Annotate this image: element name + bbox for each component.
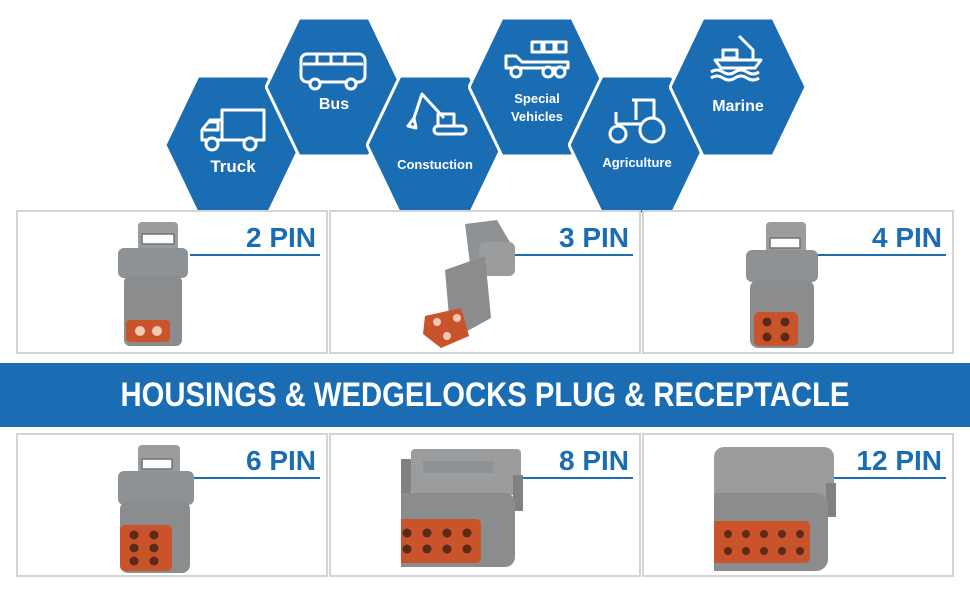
- application-label: Special Vehicles: [468, 90, 606, 126]
- connector-4-pin-image: [746, 222, 818, 348]
- truck-icon: [200, 108, 266, 152]
- connector-2-pin-image: [118, 222, 188, 346]
- connector-8-pin-image: [401, 449, 523, 567]
- bus-icon: [299, 52, 367, 91]
- application-label-line: Special: [514, 91, 560, 106]
- connector-3-pin-image: [423, 220, 515, 348]
- application-truck: Truck: [164, 74, 302, 216]
- application-construction: Constuction: [366, 74, 504, 216]
- application-label: Bus: [318, 96, 350, 113]
- connector-6-pin-image: [118, 445, 194, 573]
- tractor-icon: [608, 98, 666, 144]
- application-label: Marine: [712, 98, 764, 115]
- application-label: Truck: [210, 157, 256, 176]
- application-special-vehicles: Special Vehicles: [468, 16, 606, 158]
- product-12-pin: 12 PIN: [642, 433, 954, 577]
- product-8-pin: 8 PIN: [329, 433, 641, 577]
- product-6-pin: 6 PIN: [16, 433, 328, 577]
- pin-count-label: 8 PIN: [503, 445, 633, 479]
- hexagon-shape: [468, 16, 606, 158]
- hexagon-shape: [669, 16, 807, 158]
- product-2-pin: 2 PIN: [16, 210, 328, 354]
- excavator-icon: [406, 92, 468, 136]
- pin-count-label: 4 PIN: [816, 222, 946, 256]
- connector-12-pin-image: [714, 447, 836, 571]
- banner-title: HOUSINGS & WEDGELOCKS PLUG & RECEPTACLE: [120, 376, 850, 414]
- pin-count-label: 12 PIN: [816, 445, 946, 479]
- special-vehicle-icon: [504, 40, 570, 79]
- pin-count-label: 6 PIN: [190, 445, 320, 479]
- application-label-line: Vehicles: [510, 109, 564, 124]
- pin-count-label: 2 PIN: [190, 222, 320, 256]
- product-4-pin: 4 PIN: [642, 210, 954, 354]
- pin-count-label: 3 PIN: [503, 222, 633, 256]
- banner: HOUSINGS & WEDGELOCKS PLUG & RECEPTACLE: [0, 363, 970, 427]
- application-label: Constuction: [397, 157, 473, 172]
- ship-icon: [710, 34, 763, 82]
- application-marine: Marine: [669, 16, 807, 158]
- product-3-pin: 3 PIN: [329, 210, 641, 354]
- application-bus: Bus: [265, 16, 403, 158]
- hexagon-shape: [265, 16, 403, 158]
- application-label: Agriculture: [602, 155, 672, 170]
